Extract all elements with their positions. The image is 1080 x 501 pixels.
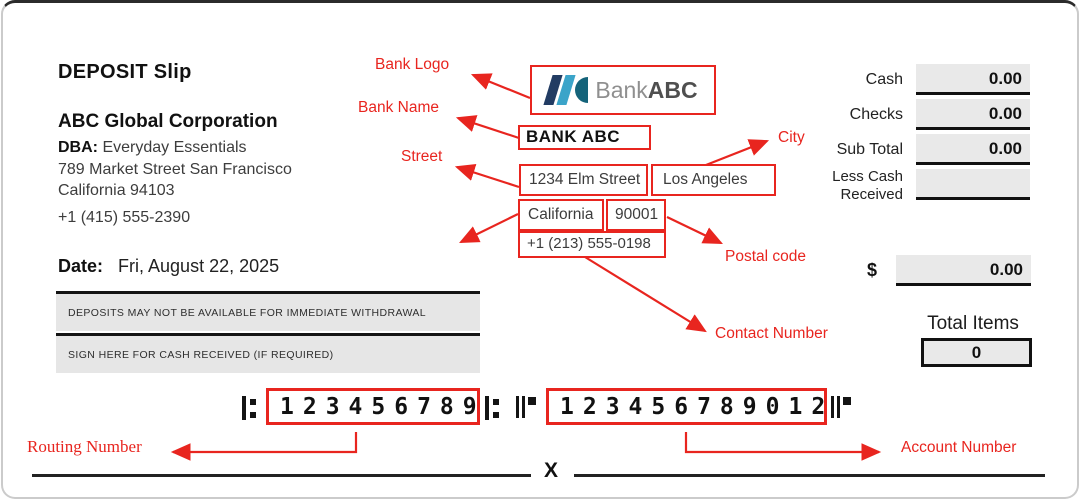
less-cash-amount-field[interactable] <box>916 169 1030 200</box>
annotation-street: Street <box>401 148 443 165</box>
notice-sign-here: SIGN HERE FOR CASH RECEIVED (IF REQUIRED… <box>56 333 480 373</box>
notice-immediate-withdrawal: DEPOSITS MAY NOT BE AVAILABLE FOR IMMEDI… <box>56 291 480 331</box>
signature-line-right[interactable] <box>574 474 1045 477</box>
annotation-bank-name: Bank Name <box>358 99 439 116</box>
bank-city-field: Los Angeles <box>651 164 776 196</box>
date-label: Date: <box>58 256 104 276</box>
checks-label: Checks <box>849 106 903 123</box>
micr-transit-symbol <box>242 396 256 420</box>
bank-postal-code-field: 90001 <box>606 199 666 231</box>
page-title: DEPOSIT Slip <box>58 61 192 83</box>
annotation-bank-logo: Bank Logo <box>375 56 450 73</box>
micr-transit-symbol <box>485 396 499 420</box>
cash-amount-field[interactable]: 0.00 <box>916 64 1030 95</box>
routing-number-digits: 123456789 <box>280 393 486 420</box>
checks-amount-field[interactable]: 0.00 <box>916 99 1030 130</box>
arrow-routing-number <box>170 432 358 461</box>
account-number-box: 123456789012 <box>546 388 827 425</box>
depositor-dba: DBA: Everyday Essentials <box>58 139 247 157</box>
arrow-account-number <box>684 432 882 461</box>
depositor-address-line1: 789 Market Street San Francisco <box>58 161 292 178</box>
bank-logo-word-bank: BankABC <box>595 76 698 103</box>
bank-contact-number-field: +1 (213) 555-0198 <box>518 231 666 258</box>
currency-symbol: $ <box>867 260 878 280</box>
annotation-city: City <box>778 129 805 146</box>
arrow-contact-number <box>584 256 707 333</box>
signature-x-mark: X <box>544 459 559 482</box>
total-items-label: Total Items <box>927 313 1019 334</box>
annotation-routing-number: Routing Number <box>27 437 142 456</box>
total-items-field[interactable]: 0 <box>921 338 1032 367</box>
annotation-contact-number: Contact Number <box>715 325 828 342</box>
routing-number-box: 123456789 <box>266 388 480 425</box>
subtotal-label: Sub Total <box>836 141 903 158</box>
annotation-postal-code: Postal code <box>725 248 806 265</box>
micr-on-us-symbol <box>831 396 851 418</box>
arrow-bank-name <box>455 115 520 140</box>
dba-label: DBA: <box>58 139 98 156</box>
subtotal-amount-field[interactable]: 0.00 <box>916 134 1030 165</box>
depositor-address-line2: California 94103 <box>58 182 175 199</box>
date-value: Fri, August 22, 2025 <box>118 256 280 276</box>
bank-state-field: California <box>518 199 604 231</box>
arrow-state <box>459 213 519 243</box>
date-row: Date: Fri, August 22, 2025 <box>58 256 279 277</box>
bank-street-field: 1234 Elm Street <box>519 164 648 196</box>
annotation-account-number: Account Number <box>901 439 1017 456</box>
depositor-phone: +1 (415) 555-2390 <box>58 209 191 226</box>
signature-line-left <box>32 474 531 477</box>
dba-value: Everyday Essentials <box>102 139 247 156</box>
micr-on-us-symbol <box>516 396 536 418</box>
cash-label: Cash <box>865 71 903 88</box>
arrow-bank-logo <box>470 73 531 100</box>
bank-logo-box: BankABC <box>530 65 716 115</box>
depositor-company: ABC Global Corporation <box>58 111 278 132</box>
arrow-city <box>705 139 770 167</box>
bank-name-field: BANK ABC <box>518 125 651 150</box>
arrow-street <box>454 164 520 189</box>
account-number-digits: 123456789012 <box>560 393 835 420</box>
arrow-postal-code <box>666 216 723 244</box>
less-cash-received-label: Less Cash Received <box>832 168 903 203</box>
bank-logo-icon <box>543 75 589 105</box>
total-amount-field[interactable]: 0.00 <box>896 255 1031 286</box>
